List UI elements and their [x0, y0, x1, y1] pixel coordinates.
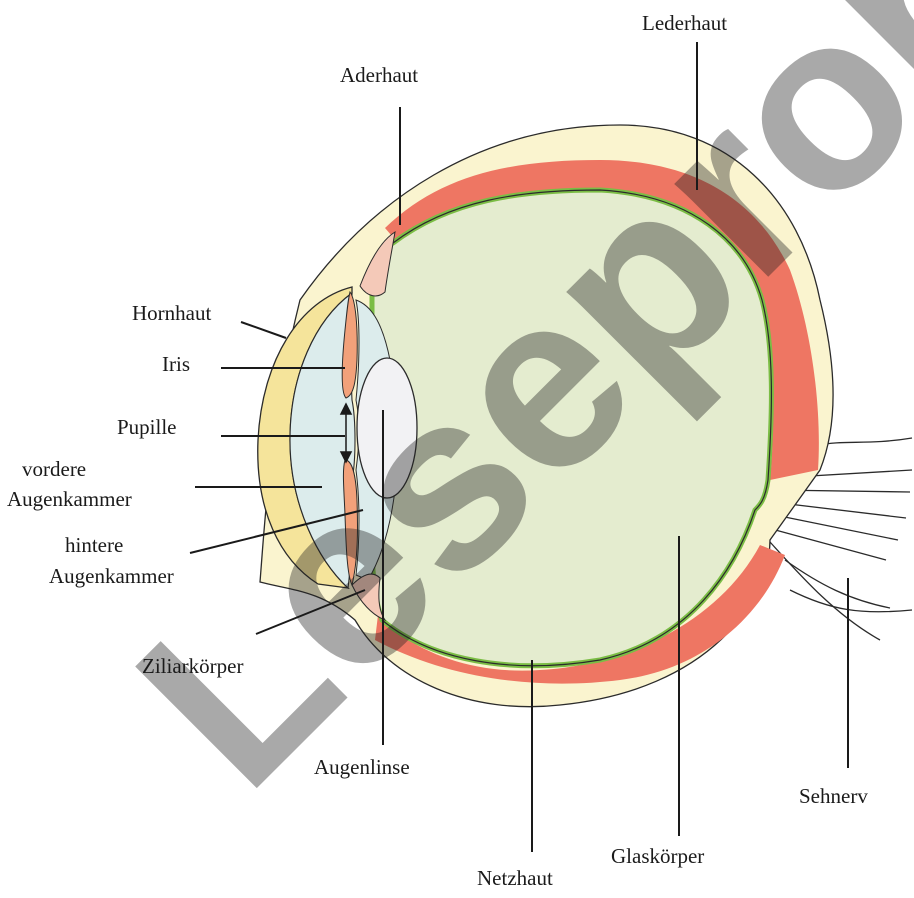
label-glaskoerper: Glaskörper [611, 844, 704, 868]
leader-hornhaut [241, 322, 286, 338]
label-aderhaut: Aderhaut [340, 63, 418, 87]
label-pupille: Pupille [117, 415, 177, 439]
label-hintere-line1: hintere [65, 533, 123, 557]
label-vordere-line2: Augenkammer [7, 487, 132, 511]
optic-nerve-fiber [770, 514, 898, 540]
optic-nerve-fiber [768, 528, 886, 560]
label-augenlinse: Augenlinse [314, 755, 410, 779]
label-iris: Iris [162, 352, 190, 376]
label-sehnerv: Sehnerv [799, 784, 868, 808]
label-hintere-line2: Augenkammer [49, 564, 174, 588]
label-hornhaut: Hornhaut [132, 301, 211, 325]
label-vordere-line1: vordere [22, 457, 86, 481]
optic-nerve-outline-bottom [770, 542, 880, 640]
optic-nerve-outline-top [818, 438, 912, 445]
label-netzhaut: Netzhaut [477, 866, 553, 890]
optic-nerve-fiber [790, 590, 912, 612]
optic-nerve-fiber [785, 560, 890, 608]
label-lederhaut: Lederhaut [642, 11, 727, 35]
label-ziliarkoerper: Ziliarkörper [142, 654, 243, 678]
